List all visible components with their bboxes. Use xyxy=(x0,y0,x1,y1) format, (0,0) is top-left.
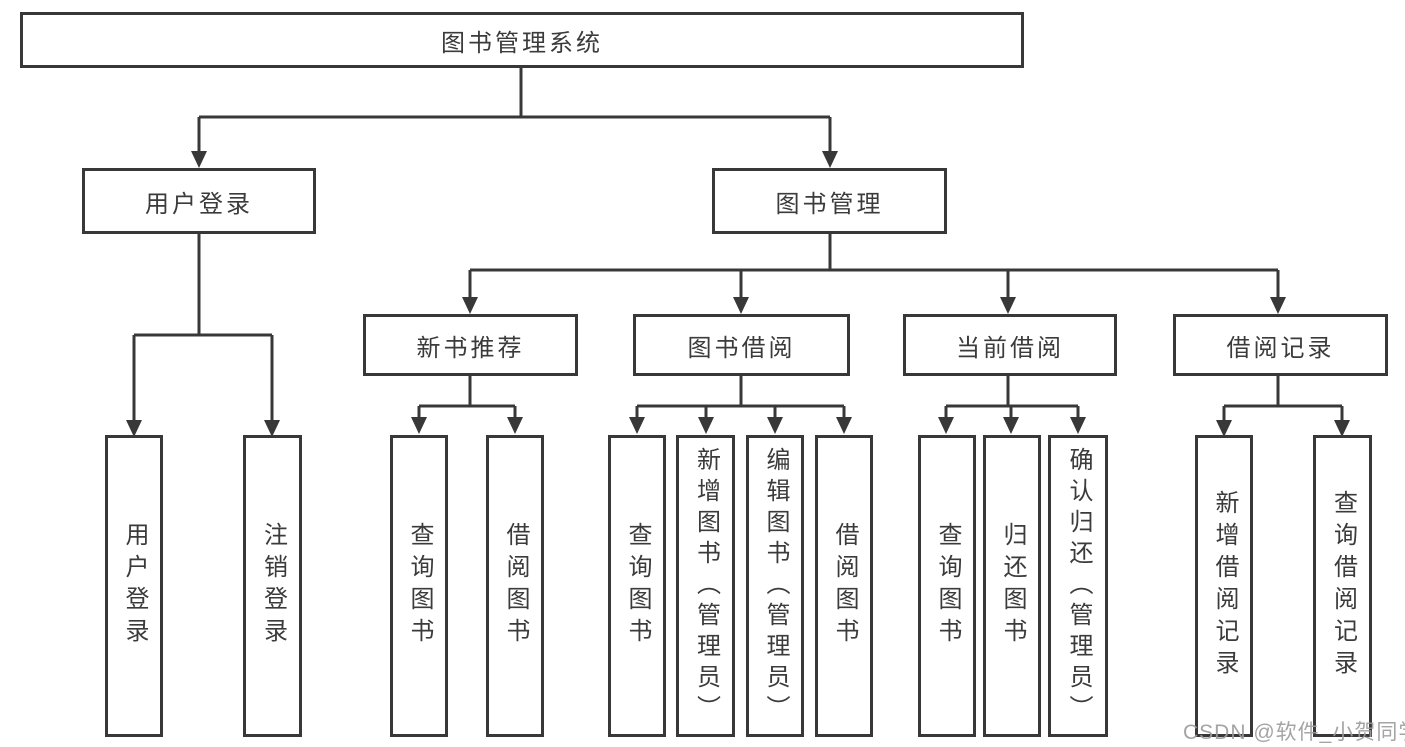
node-query-books-recommend: 查询图书 xyxy=(390,435,448,737)
node-book-borrow: 图书借阅 xyxy=(633,314,850,376)
node-add-book-admin-label: 新增图书（管理员） xyxy=(692,446,720,726)
node-borrow-books: 借阅图书 xyxy=(815,435,873,737)
node-root-label: 图书管理系统 xyxy=(441,29,603,57)
csdn-watermark: CSDN @软件_小贺同学 xyxy=(1183,721,1405,744)
node-borrow-records-label: 借阅记录 xyxy=(1226,334,1335,362)
node-user-login: 用户登录 xyxy=(105,435,163,737)
node-query-borrow-record: 查询借阅记录 xyxy=(1313,435,1372,737)
node-query-books-recommend-label: 查询图书 xyxy=(406,522,433,650)
node-edit-book-admin: 编辑图书（管理员） xyxy=(746,435,804,737)
node-user-login-branch: 用户登录 xyxy=(82,168,316,234)
node-add-borrow-record-label: 新增借阅记录 xyxy=(1211,490,1238,682)
node-user-login-branch-label: 用户登录 xyxy=(145,190,253,218)
node-borrow-books-label: 借阅图书 xyxy=(831,522,858,650)
node-return-book-label: 归还图书 xyxy=(999,522,1026,650)
node-borrow-books-recommend-label: 借阅图书 xyxy=(502,522,529,650)
node-new-book-recommend: 新书推荐 xyxy=(363,314,578,376)
node-book-management-branch-label: 图书管理 xyxy=(775,190,884,218)
node-book-borrow-label: 图书借阅 xyxy=(687,334,796,362)
node-logout: 注销登录 xyxy=(243,435,302,737)
node-query-books-current-label: 查询图书 xyxy=(934,522,961,650)
node-return-book: 归还图书 xyxy=(983,435,1041,737)
node-add-borrow-record: 新增借阅记录 xyxy=(1195,435,1253,737)
node-logout-label: 注销登录 xyxy=(259,522,287,650)
node-new-book-recommend-label: 新书推荐 xyxy=(416,334,525,362)
node-add-book-admin: 新增图书（管理员） xyxy=(676,435,735,737)
node-query-books-borrow: 查询图书 xyxy=(608,435,666,737)
node-current-borrow: 当前借阅 xyxy=(903,314,1117,376)
node-current-borrow-label: 当前借阅 xyxy=(956,334,1064,362)
node-confirm-return-admin-label: 确认归还（管理员） xyxy=(1065,446,1092,726)
node-confirm-return-admin: 确认归还（管理员） xyxy=(1048,435,1108,737)
node-root: 图书管理系统 xyxy=(20,12,1024,68)
node-borrow-books-recommend: 借阅图书 xyxy=(486,435,544,737)
node-book-management-branch: 图书管理 xyxy=(712,168,947,234)
node-borrow-records: 借阅记录 xyxy=(1173,314,1388,376)
node-edit-book-admin-label: 编辑图书（管理员） xyxy=(762,446,789,726)
node-query-books-current: 查询图书 xyxy=(918,435,976,737)
node-user-login-label: 用户登录 xyxy=(121,522,148,650)
node-query-books-borrow-label: 查询图书 xyxy=(624,522,651,650)
node-query-borrow-record-label: 查询借阅记录 xyxy=(1329,490,1357,682)
